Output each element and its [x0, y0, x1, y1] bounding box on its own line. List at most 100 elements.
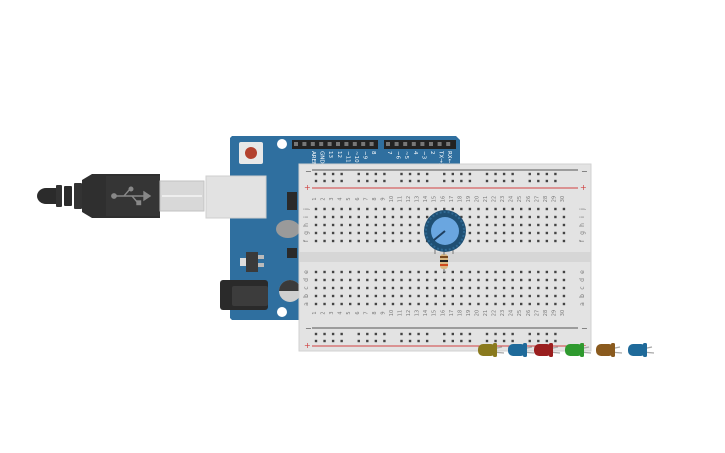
- breadboard-hole[interactable]: [383, 302, 386, 306]
- breadboard-hole[interactable]: [314, 278, 318, 282]
- breadboard-hole[interactable]: [545, 223, 549, 227]
- rail-hole[interactable]: [537, 179, 540, 183]
- rail-hole[interactable]: [537, 339, 540, 343]
- rail-hole[interactable]: [545, 339, 549, 343]
- breadboard-hole[interactable]: [366, 278, 369, 282]
- rail-hole[interactable]: [511, 172, 514, 176]
- breadboard-hole[interactable]: [400, 239, 403, 243]
- breadboard-hole[interactable]: [314, 294, 318, 298]
- breadboard-hole[interactable]: [460, 215, 463, 219]
- breadboard-hole[interactable]: [502, 215, 506, 219]
- breadboard-hole[interactable]: [520, 278, 523, 282]
- breadboard-hole[interactable]: [400, 207, 403, 211]
- rail-hole[interactable]: [460, 172, 463, 176]
- breadboard-hole[interactable]: [408, 286, 412, 290]
- breadboard-hole[interactable]: [443, 302, 446, 306]
- breadboard-hole[interactable]: [451, 278, 454, 282]
- rail-hole[interactable]: [366, 332, 369, 336]
- breadboard-hole[interactable]: [511, 294, 514, 298]
- rail-hole[interactable]: [485, 172, 489, 176]
- breadboard-hole[interactable]: [366, 270, 369, 274]
- rail-hole[interactable]: [460, 332, 463, 336]
- breadboard-hole[interactable]: [323, 231, 326, 235]
- breadboard-hole[interactable]: [349, 239, 352, 243]
- breadboard-hole[interactable]: [537, 223, 540, 227]
- breadboard-hole[interactable]: [366, 207, 369, 211]
- breadboard-hole[interactable]: [314, 223, 318, 227]
- rail-hole[interactable]: [400, 172, 403, 176]
- header-pin[interactable]: [403, 142, 408, 146]
- breadboard-hole[interactable]: [425, 278, 429, 282]
- breadboard-hole[interactable]: [349, 286, 352, 290]
- breadboard-hole[interactable]: [425, 270, 429, 274]
- breadboard-hole[interactable]: [468, 302, 472, 306]
- breadboard-hole[interactable]: [408, 223, 412, 227]
- rail-hole[interactable]: [511, 339, 514, 343]
- breadboard-hole[interactable]: [425, 294, 429, 298]
- breadboard-hole[interactable]: [554, 239, 557, 243]
- rail-hole[interactable]: [400, 332, 403, 336]
- breadboard-hole[interactable]: [323, 302, 326, 306]
- rail-hole[interactable]: [323, 332, 326, 336]
- rail-hole[interactable]: [545, 179, 549, 183]
- breadboard-hole[interactable]: [314, 286, 318, 290]
- header-pin[interactable]: [294, 142, 298, 146]
- header-pin[interactable]: [336, 142, 340, 146]
- rail-hole[interactable]: [528, 339, 531, 343]
- rail-hole[interactable]: [408, 172, 412, 176]
- breadboard-hole[interactable]: [417, 239, 420, 243]
- rail-hole[interactable]: [340, 339, 343, 343]
- breadboard-hole[interactable]: [314, 302, 318, 306]
- rail-hole[interactable]: [340, 179, 343, 183]
- header-pin[interactable]: [361, 142, 366, 146]
- breadboard-hole[interactable]: [443, 207, 446, 211]
- breadboard-hole[interactable]: [537, 239, 540, 243]
- breadboard-hole[interactable]: [468, 231, 472, 235]
- breadboard-hole[interactable]: [451, 286, 454, 290]
- breadboard-hole[interactable]: [545, 215, 549, 219]
- breadboard-hole[interactable]: [520, 270, 523, 274]
- rail-hole[interactable]: [374, 332, 378, 336]
- breadboard-hole[interactable]: [331, 278, 335, 282]
- breadboard-hole[interactable]: [502, 294, 506, 298]
- breadboard-hole[interactable]: [494, 302, 497, 306]
- breadboard-hole[interactable]: [485, 207, 489, 211]
- breadboard-hole[interactable]: [417, 294, 420, 298]
- breadboard-hole[interactable]: [485, 286, 489, 290]
- breadboard-hole[interactable]: [511, 215, 514, 219]
- rail-hole[interactable]: [425, 179, 429, 183]
- breadboard-hole[interactable]: [460, 294, 463, 298]
- breadboard-hole[interactable]: [400, 270, 403, 274]
- rail-hole[interactable]: [374, 172, 378, 176]
- breadboard-hole[interactable]: [314, 239, 318, 243]
- rail-hole[interactable]: [502, 172, 506, 176]
- breadboard-hole[interactable]: [323, 270, 326, 274]
- breadboard-hole[interactable]: [468, 286, 472, 290]
- rail-hole[interactable]: [494, 172, 497, 176]
- breadboard-hole[interactable]: [340, 294, 343, 298]
- breadboard-hole[interactable]: [485, 239, 489, 243]
- breadboard-hole[interactable]: [562, 270, 566, 274]
- rail-hole[interactable]: [511, 179, 514, 183]
- breadboard-hole[interactable]: [511, 302, 514, 306]
- breadboard-hole[interactable]: [331, 207, 335, 211]
- breadboard-hole[interactable]: [366, 223, 369, 227]
- breadboard-hole[interactable]: [554, 302, 557, 306]
- breadboard-hole[interactable]: [511, 231, 514, 235]
- rail-hole[interactable]: [554, 172, 557, 176]
- breadboard-hole[interactable]: [417, 207, 420, 211]
- rail-hole[interactable]: [554, 179, 557, 183]
- breadboard-hole[interactable]: [374, 215, 378, 219]
- rail-hole[interactable]: [511, 332, 514, 336]
- rail-hole[interactable]: [485, 179, 489, 183]
- breadboard-hole[interactable]: [554, 286, 557, 290]
- breadboard-hole[interactable]: [528, 239, 531, 243]
- breadboard-hole[interactable]: [314, 231, 318, 235]
- green-led[interactable]: [565, 343, 592, 357]
- rail-hole[interactable]: [537, 332, 540, 336]
- header-pin[interactable]: [394, 142, 399, 146]
- breadboard-hole[interactable]: [477, 231, 480, 235]
- breadboard-hole[interactable]: [391, 231, 395, 235]
- breadboard-hole[interactable]: [477, 286, 480, 290]
- breadboard-hole[interactable]: [494, 286, 497, 290]
